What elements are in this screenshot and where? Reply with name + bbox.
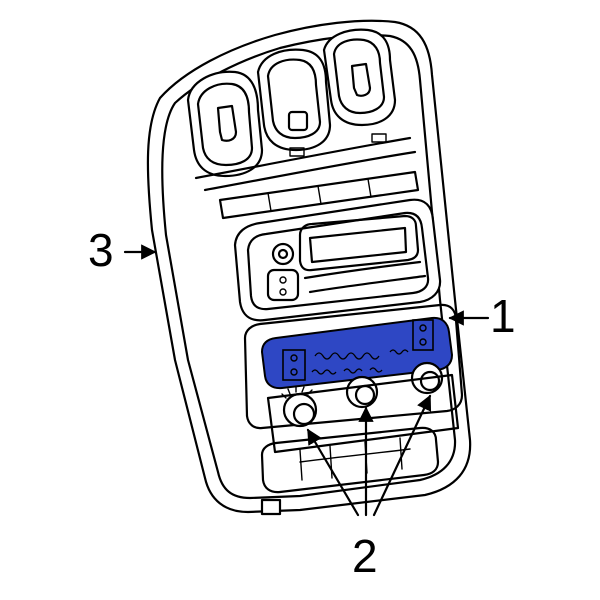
knob-center <box>345 375 379 409</box>
control-display-highlight <box>260 316 454 390</box>
radio-pocket <box>233 198 442 322</box>
air-vents <box>186 28 417 192</box>
control-knobs <box>266 361 460 454</box>
leader-lines <box>123 244 490 517</box>
callout-3: 3 <box>88 224 114 276</box>
switch-strip <box>218 170 420 220</box>
climate-panel-frame <box>243 303 464 430</box>
lower-outlet <box>260 426 440 516</box>
callout-2: 2 <box>352 530 378 582</box>
callout-1: 1 <box>490 290 516 342</box>
